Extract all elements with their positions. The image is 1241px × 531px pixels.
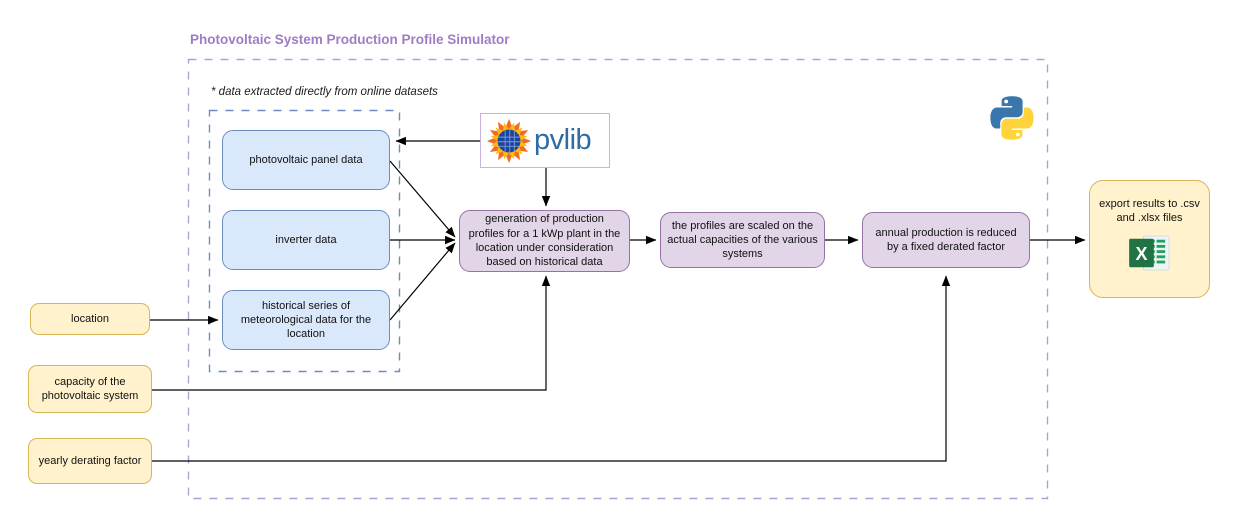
- svg-text:X: X: [1135, 244, 1147, 264]
- node-export-results: export results to .csv and .xlsx files X: [1089, 180, 1210, 298]
- online-datasets-note: * data extracted directly from online da…: [211, 86, 438, 98]
- arrow-panel-data-to-generation: [389, 160, 456, 238]
- node-input-yearly-derating-factor: yearly derating factor: [28, 438, 152, 484]
- node-photovoltaic-panel-data: photovoltaic panel data: [222, 130, 390, 190]
- arrow-capacity-to-generation: [152, 275, 551, 391]
- arrow-weather-to-generation: [389, 242, 456, 321]
- node-historical-meteorological-data: historical series of meteorological data…: [222, 290, 390, 350]
- node-input-capacity: capacity of the photovoltaic system: [28, 365, 152, 413]
- diagram-title: Photovoltaic System Production Profile S…: [190, 32, 510, 47]
- node-generation-of-profiles: generation of production profiles for a …: [459, 210, 630, 272]
- python-icon: [990, 96, 1034, 140]
- node-label: annual production is reduced by a fixed …: [875, 226, 1017, 253]
- node-inverter-data: inverter data: [222, 210, 390, 270]
- node-label: historical series of meteorological data…: [240, 299, 372, 341]
- node-input-location: location: [30, 303, 150, 335]
- node-profiles-scaled: the profiles are scaled on the actual ca…: [660, 212, 825, 268]
- pvlib-logo-text: pvlib: [534, 124, 592, 156]
- online-datasets-group-boundary: [208, 109, 401, 373]
- node-label: export results to .csv and .xlsx files: [1099, 198, 1200, 225]
- pvlib-logo-box: pvlib: [480, 113, 610, 168]
- arrow-yearly-factor-to-derating: [152, 275, 951, 462]
- node-label: inverter data: [275, 233, 337, 246]
- excel-icon: X: [1128, 235, 1169, 271]
- simulator-boundary: [187, 58, 1049, 500]
- node-label: the profiles are scaled on the actual ca…: [667, 219, 818, 261]
- node-label: photovoltaic panel data: [249, 153, 363, 166]
- node-annual-production-derated: annual production is reduced by a fixed …: [862, 212, 1030, 268]
- pvlib-sun-icon: [486, 118, 532, 163]
- node-label: capacity of the photovoltaic system: [41, 375, 139, 402]
- node-label: yearly derating factor: [38, 454, 142, 467]
- node-label: location: [71, 312, 109, 325]
- node-label: generation of production profiles for a …: [468, 213, 621, 269]
